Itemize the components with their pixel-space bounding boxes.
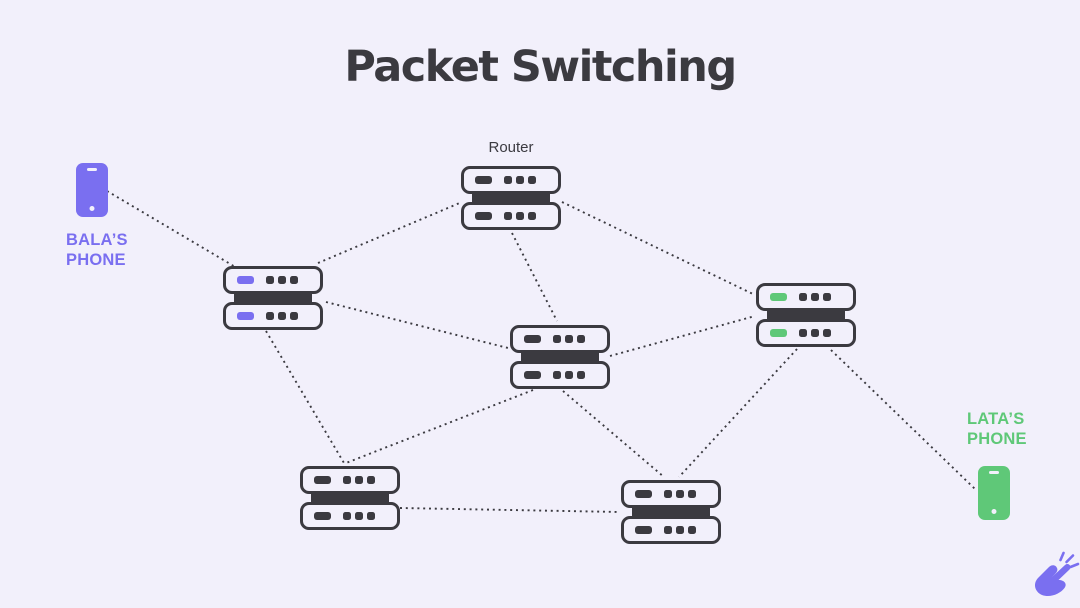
router-led-dot: [367, 476, 375, 484]
router-left: [223, 266, 323, 330]
router-status-dash: [524, 335, 541, 343]
router-status-dash: [475, 212, 492, 220]
router-shelf: [300, 502, 400, 530]
router-led-dot: [355, 512, 363, 520]
router-led-dot: [290, 312, 298, 320]
connection-line-router-right-phone-lata: [830, 349, 976, 490]
router-status-dash: [314, 512, 331, 520]
router-led-dot: [290, 276, 298, 284]
connection-line-router-left-router-bottom-left: [265, 330, 345, 464]
router-led-dot: [266, 312, 274, 320]
router-led-dot: [577, 335, 585, 343]
finger-snap-logo: [1035, 551, 1080, 597]
router-status-dash: [475, 176, 492, 184]
router-led-dot: [266, 276, 274, 284]
router-shelf: [461, 202, 561, 230]
router-led-dot: [811, 329, 819, 337]
router-center: [510, 325, 610, 389]
connection-line-phone-bala-router-left: [106, 190, 238, 269]
router-status-dash: [770, 329, 787, 337]
router-led-dot: [688, 490, 696, 498]
router-led-dot: [343, 476, 351, 484]
router-led-dot: [565, 371, 573, 379]
phone-lata: [978, 466, 1010, 520]
phone-speaker: [989, 471, 999, 474]
connection-line-router-center-router-bottom-left: [345, 389, 534, 464]
router-led-dot: [343, 512, 351, 520]
connection-line-router-center-router-right: [609, 315, 756, 357]
router-led-dot: [528, 176, 536, 184]
router-status-dash: [524, 371, 541, 379]
router-led-dot: [278, 276, 286, 284]
slide-title: Packet Switching: [344, 42, 737, 92]
router-led-dot: [799, 293, 807, 301]
router-led-dot: [504, 212, 512, 220]
router-status-dash: [770, 293, 787, 301]
router-status-dash: [237, 276, 254, 284]
router-shelf: [510, 361, 610, 389]
router-led-dot: [553, 371, 561, 379]
router-led-dot: [577, 371, 585, 379]
router-led-dot: [504, 176, 512, 184]
router-shelf: [300, 466, 400, 494]
router-top: [461, 166, 561, 230]
router-shelf: [223, 302, 323, 330]
phone-home-dot: [89, 206, 95, 211]
router-shelf: [756, 283, 856, 311]
router-status-dash: [314, 476, 331, 484]
snap-hand-shape: [1035, 563, 1071, 597]
router-bottom-center: [621, 480, 721, 544]
router-shelf: [756, 319, 856, 347]
router-led-dot: [355, 476, 363, 484]
router-led-dot: [811, 293, 819, 301]
router-status-dash: [237, 312, 254, 320]
router-led-dot: [823, 329, 831, 337]
router-led-dot: [664, 526, 672, 534]
router-led-dot: [676, 526, 684, 534]
router-shelf: [461, 166, 561, 194]
router-led-dot: [799, 329, 807, 337]
router-led-dot: [664, 490, 672, 498]
connection-line-router-center-router-bottom-center: [562, 390, 665, 478]
router-bottom-left: [300, 466, 400, 530]
router-shelf: [510, 325, 610, 353]
router-status-dash: [635, 490, 652, 498]
router-right: [756, 283, 856, 347]
router-shelf: [223, 266, 323, 294]
connection-line-router-top-router-right: [561, 201, 756, 296]
router-led-dot: [553, 335, 561, 343]
connection-line-router-left-router-center: [325, 301, 509, 349]
router-led-dot: [278, 312, 286, 320]
router-led-dot: [367, 512, 375, 520]
connection-line-router-right-router-bottom-center: [678, 348, 798, 478]
router-shelf: [621, 480, 721, 508]
router-led-dot: [823, 293, 831, 301]
phone-home-dot: [991, 509, 997, 514]
router-top-label: Router: [488, 139, 534, 156]
router-led-dot: [516, 176, 524, 184]
router-led-dot: [688, 526, 696, 534]
router-shelf: [621, 516, 721, 544]
router-led-dot: [565, 335, 573, 343]
connection-line-router-left-router-top: [317, 201, 463, 264]
router-status-dash: [635, 526, 652, 534]
router-led-dot: [516, 212, 524, 220]
phone-bala: [76, 163, 108, 217]
snap-spark-lines: [1059, 551, 1080, 569]
connection-line-router-bottom-left-router-bottom-center: [399, 507, 621, 513]
phone-speaker: [87, 168, 97, 171]
router-led-dot: [676, 490, 684, 498]
connection-line-router-top-router-center: [511, 232, 558, 322]
router-led-dot: [528, 212, 536, 220]
